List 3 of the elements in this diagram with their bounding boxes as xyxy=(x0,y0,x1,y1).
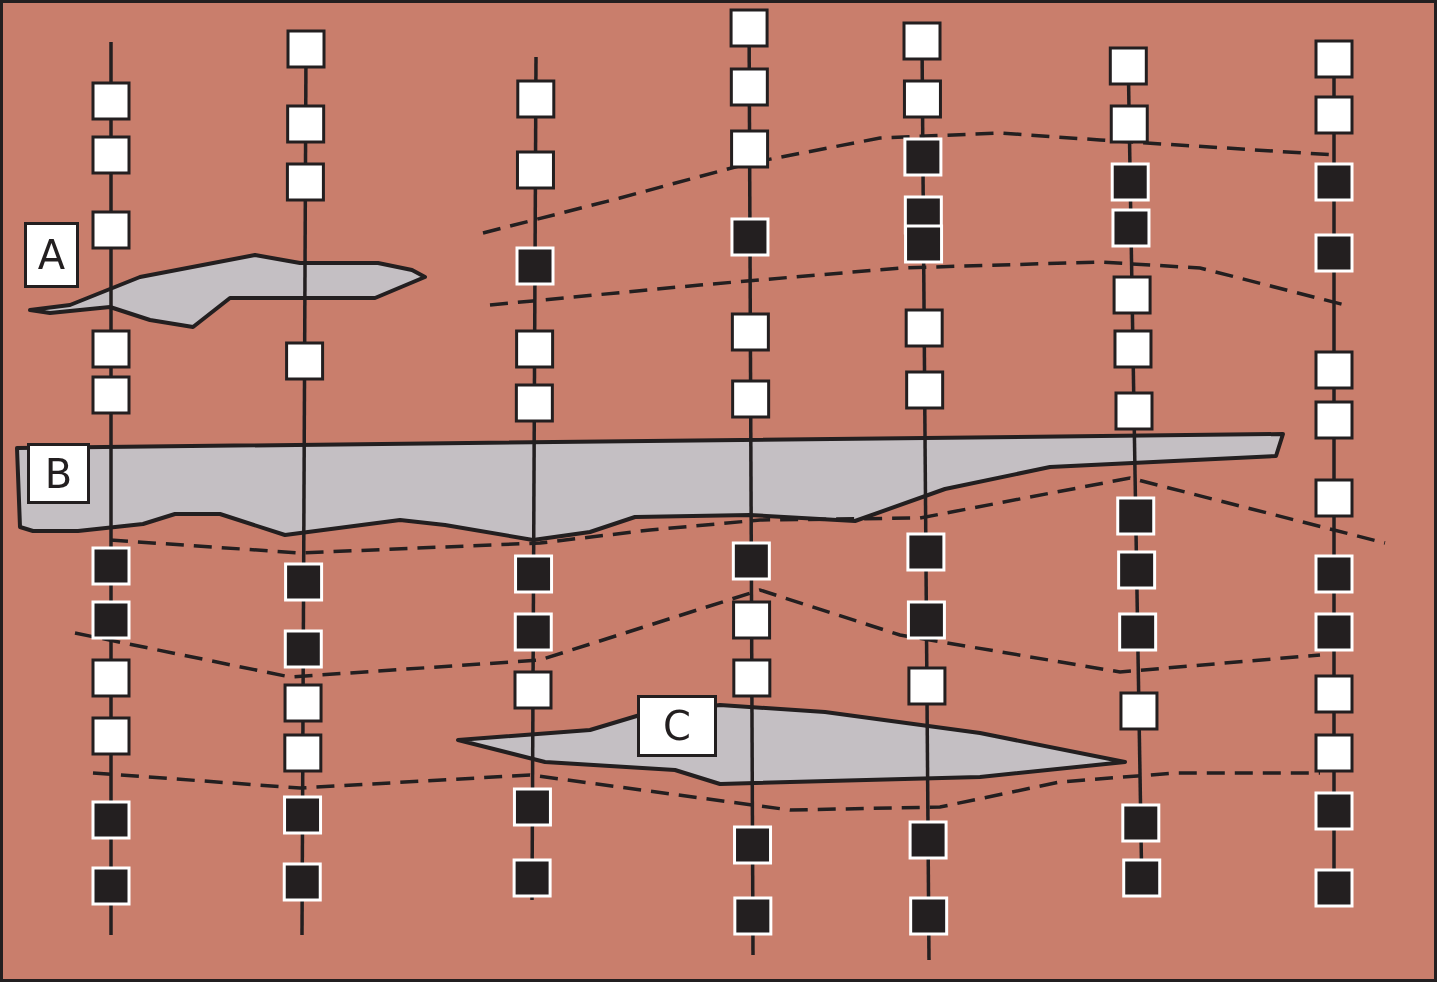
body-label: C xyxy=(637,695,717,757)
body-label: B xyxy=(27,443,90,504)
body-label: A xyxy=(24,222,79,288)
